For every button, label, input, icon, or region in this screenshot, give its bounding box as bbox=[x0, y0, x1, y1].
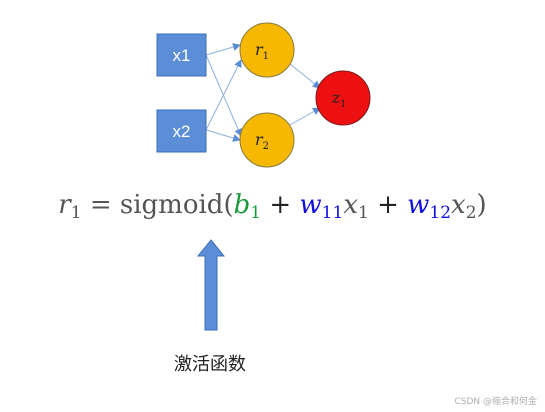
up-arrow bbox=[196, 239, 226, 331]
formula-lhs-sub: 1 bbox=[70, 203, 82, 223]
formula-w11-sym: w bbox=[299, 190, 322, 220]
output-label-z1: z1 bbox=[331, 88, 347, 110]
formula-w12-sym: w bbox=[407, 190, 430, 220]
hidden-node-r1 bbox=[239, 22, 295, 78]
output-node-z1 bbox=[315, 70, 371, 126]
edge-r1-z1 bbox=[289, 63, 321, 89]
formula-x1-sym: x bbox=[343, 190, 358, 220]
formula-x2-sub: 2 bbox=[465, 203, 477, 223]
formula-plus-1: + bbox=[269, 190, 292, 220]
input-label-x2: x2 bbox=[173, 122, 191, 141]
formula-lhs-sym: r bbox=[58, 190, 71, 220]
hidden-sub-r2: 2 bbox=[263, 141, 269, 152]
hidden-sym-r2: r bbox=[255, 130, 264, 149]
formula-equals: = bbox=[89, 190, 112, 220]
output-sym: z bbox=[331, 88, 341, 107]
formula-bias-sub: 1 bbox=[250, 203, 262, 223]
input-box-x2 bbox=[156, 109, 207, 153]
edge-x2-r1 bbox=[205, 59, 242, 131]
formula-x2-sym: x bbox=[451, 190, 466, 220]
formula-plus-2: + bbox=[377, 190, 399, 220]
formula-func: sigmoid( bbox=[119, 190, 234, 220]
formula: r1 = sigmoid(b1 + w11x1 + w12x2) bbox=[0, 190, 545, 223]
formula-bias-sym: b bbox=[233, 190, 251, 220]
input-box-x1 bbox=[156, 33, 207, 77]
hidden-label-r1: r1 bbox=[255, 40, 269, 62]
edge-x2-r2 bbox=[205, 129, 241, 142]
watermark: CSDN @缩合和何金 bbox=[454, 397, 537, 407]
formula-w11-sub: 11 bbox=[321, 203, 344, 223]
hidden-sym-r1: r bbox=[255, 40, 264, 59]
hidden-sub-r1: 1 bbox=[263, 51, 269, 62]
formula-close-paren: ) bbox=[476, 190, 487, 220]
activation-caption: 激活函数 bbox=[174, 354, 246, 375]
formula-w12-sub: 12 bbox=[429, 203, 452, 223]
formula-x1-sub: 1 bbox=[357, 203, 369, 223]
input-label-x1: x1 bbox=[173, 46, 191, 65]
hidden-node-r2 bbox=[239, 112, 295, 168]
hidden-label-r2: r2 bbox=[255, 130, 269, 152]
edge-r2-z1 bbox=[289, 107, 321, 126]
edge-x1-r1 bbox=[205, 43, 241, 56]
output-sub: 1 bbox=[340, 99, 346, 110]
